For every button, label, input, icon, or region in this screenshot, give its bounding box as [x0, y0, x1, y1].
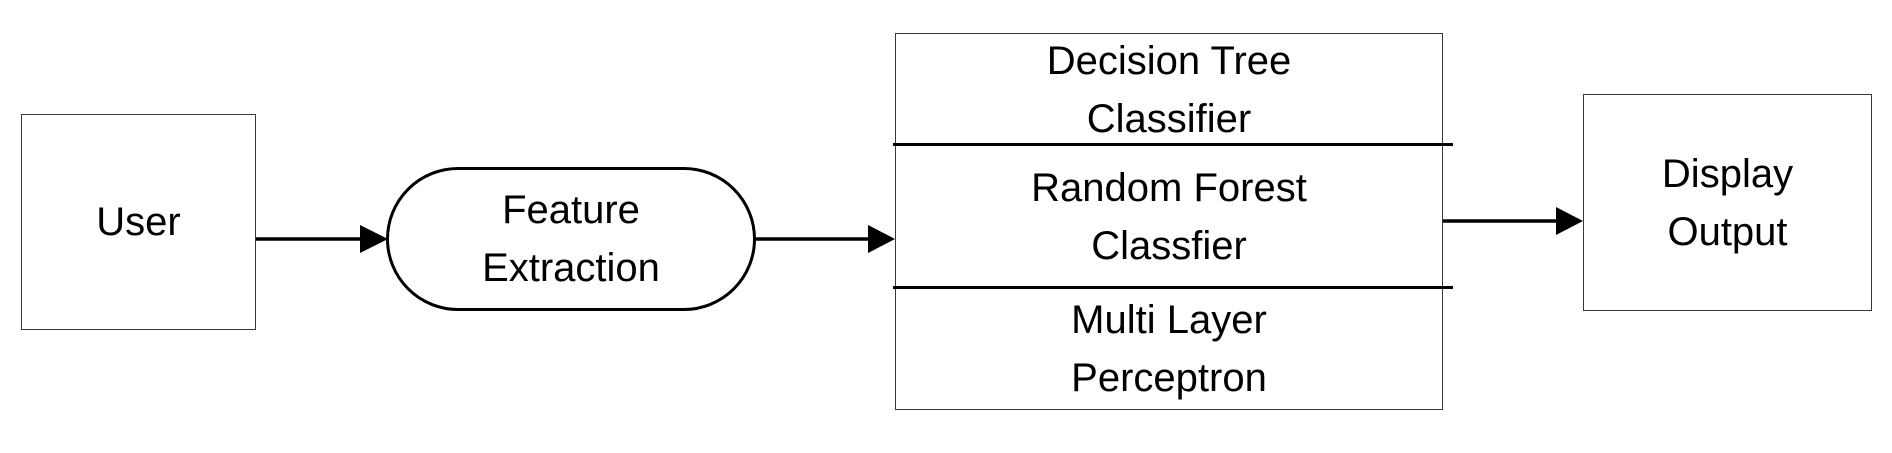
feature-extraction-node: Feature Extraction [386, 167, 756, 311]
arrow-user-to-feature-extraction [252, 225, 388, 253]
classifier-group-box: Decision Tree Classifier Random Forest C… [893, 33, 1453, 410]
feature-extraction-label: Feature Extraction [482, 188, 660, 290]
multi-layer-perceptron-section: Multi Layer Perceptron [896, 289, 1442, 409]
random-forest-section: Random Forest Classfier [896, 146, 1442, 287]
multi-layer-perceptron-label: Multi Layer Perceptron [1071, 298, 1267, 400]
user-label: User [96, 200, 181, 244]
decision-tree-label: Decision Tree Classifier [1046, 38, 1292, 141]
classifier-divider-1 [893, 143, 1453, 146]
arrow-feature-extraction-to-classifiers [756, 225, 895, 253]
arrow-classifiers-to-display-output [1443, 207, 1583, 235]
random-forest-label: Random Forest Classfier [1031, 165, 1307, 268]
classifier-divider-2 [893, 286, 1453, 289]
display-output-box: Display Output [1583, 94, 1872, 311]
decision-tree-section: Decision Tree Classifier [896, 34, 1442, 145]
display-output-label: Display Output [1661, 151, 1794, 254]
user-box: User [21, 114, 256, 330]
